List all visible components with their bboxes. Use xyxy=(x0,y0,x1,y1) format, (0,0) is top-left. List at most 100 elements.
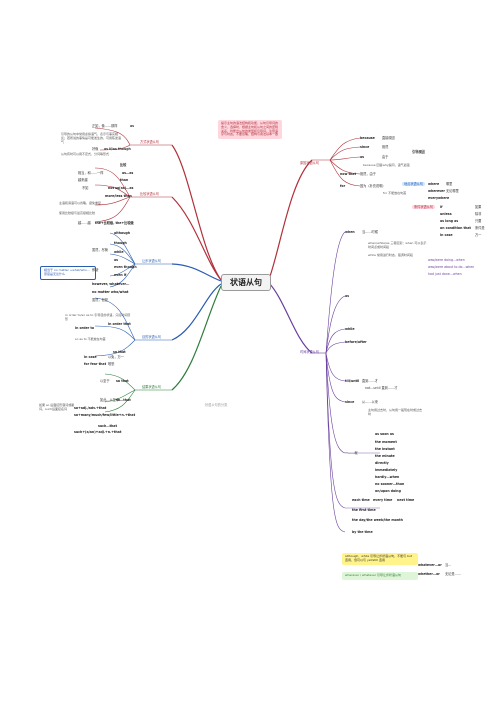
place-item-2: everywhere xyxy=(428,196,450,200)
result-item-5: such+(a/an)+adj.+n.+that xyxy=(74,430,122,434)
compare-desc: 主语和谓语可以省略，避免重复 xyxy=(59,201,102,205)
compare-note-3: 越……越 xyxy=(78,221,91,225)
center-topic[interactable]: 状语从句 xyxy=(221,274,271,291)
branch-compare[interactable]: 比较状语从句 xyxy=(140,192,160,196)
time-on-doing: on/upon doing xyxy=(375,489,401,493)
result-note-1: 如此…以至于 xyxy=(100,398,120,402)
time-hardly-when: hardly…when xyxy=(375,475,400,479)
reason-group: 引导原因 xyxy=(412,150,425,154)
time-note-since: 从……以来 xyxy=(362,400,378,404)
compare-desc2: 使用比较级与最高级相比较 xyxy=(59,211,96,215)
time-the-moment: the moment xyxy=(375,440,397,444)
reason-item-4: for xyxy=(340,184,346,188)
time-no-sooner: no sooner…than xyxy=(375,482,405,486)
condition-note-2: 只要 xyxy=(475,219,482,223)
purpose-item-2: in case xyxy=(84,355,97,359)
branch-line-purpose xyxy=(171,283,222,341)
branch-purpose[interactable]: 目的状语从句 xyxy=(142,335,162,339)
time-every-time: every time xyxy=(373,498,393,502)
compare-note-0: 越来越 xyxy=(78,178,88,182)
concession-item-6: however, whatever… xyxy=(92,282,130,286)
reason-note-2: 由于 xyxy=(382,155,389,159)
time-the-instant: the instant xyxy=(375,447,395,451)
reason-note-1: 既然 xyxy=(382,145,389,149)
time-day-week: the day/the week/the month xyxy=(352,518,403,522)
branch-line-result xyxy=(171,285,222,391)
condition-item-0: if xyxy=(440,205,443,209)
bottom-word-2: whether…or xyxy=(418,572,440,576)
condition-item-4: in case xyxy=(440,233,453,237)
concession-item-0: although xyxy=(114,231,131,235)
condition-item-2: as long as xyxy=(440,219,459,223)
branch-line-compare xyxy=(171,196,222,281)
purpose-title: in order that xyxy=(108,322,131,326)
branch-concession[interactable]: 让步状语从句 xyxy=(142,259,162,263)
time-next-time: next time xyxy=(397,498,415,502)
as-word: as xyxy=(130,124,135,128)
result-note-0: 以至于 xyxy=(100,379,110,383)
time-item-when: when xyxy=(345,230,355,234)
time-desc1: when/while/as 三者区别：when 可以表示时间点或时间段 xyxy=(368,241,427,249)
reason-desc: because 回答why提问，语气最强 xyxy=(363,163,410,167)
time-note-until: 直到……才 xyxy=(362,379,378,383)
time-note-when: 当……时候 xyxy=(362,230,378,234)
time-item-since: since xyxy=(345,400,355,404)
condition-note-1: 除非 xyxy=(475,212,482,216)
condition-pill[interactable]: 条件状语从句 xyxy=(412,205,436,209)
reason-note-4: 因为（补充说明） xyxy=(360,184,386,188)
bottom-note-1: 当… xyxy=(445,563,452,567)
compare-item-3: than xyxy=(120,178,129,182)
time-directly: directly xyxy=(375,461,389,465)
result-item-0: so that xyxy=(116,379,129,383)
compare-note-2: 不如 xyxy=(82,186,89,190)
concession-but-note: 虽然，但是 xyxy=(92,298,108,302)
as-if-desc2: 从句有时可以用不定式、分词等形式 xyxy=(61,152,110,156)
time-note-soon: 一……就 xyxy=(345,451,358,455)
condition-note-0: 如果 xyxy=(475,205,482,209)
condition-note-3: 条件是 xyxy=(475,226,485,230)
compare-note-1: 相当，和……一样 xyxy=(78,171,104,175)
bottom-word-1: whatever…or xyxy=(418,563,442,567)
purpose-note-0: 以免，万一 xyxy=(108,355,124,359)
condition-item-3: on condition that xyxy=(440,226,471,230)
reason-item-3: now that xyxy=(340,172,356,176)
concession-item-5: even if xyxy=(114,273,127,277)
branch-line-as-if xyxy=(171,144,222,281)
concession-item-7: no matter who/what xyxy=(92,290,129,294)
as-if-word: as if/as though xyxy=(104,147,131,151)
branch-time[interactable]: 时间状语从句 xyxy=(300,350,320,354)
top-note: 提示主句的语法结构和功能，从句引导词的含义，选择时，根据主句和从句之间的逻辑关系… xyxy=(218,120,282,140)
concession-item-3: as xyxy=(114,258,119,262)
yellow-box: although、while 引导让步状语从句，不能与 but 连用，但可以与 … xyxy=(342,553,418,565)
time-item-as: as xyxy=(345,294,350,298)
reason-item-0: because xyxy=(360,136,375,140)
branch-result[interactable]: 结果状语从句 xyxy=(142,385,162,389)
branch-line-concession xyxy=(171,263,222,282)
place-note-1: 无论哪里 xyxy=(446,189,459,193)
time-immediately: immediately xyxy=(375,468,398,472)
bottom-note-2: 无论是…… xyxy=(445,572,461,576)
place-note-0: 哪里 xyxy=(446,182,453,186)
reason-note-0: 直接原因 xyxy=(382,136,395,140)
as-note: 正如，像……那样 xyxy=(92,124,118,128)
branch-line-time xyxy=(268,282,313,354)
purpose-box1: in order to/so as to 引导目的状语，只接动词原形 xyxy=(65,313,131,321)
place-pill[interactable]: 地点状语从句 xyxy=(402,182,426,186)
branch-line-reason xyxy=(268,159,313,280)
condition-item-1: unless xyxy=(440,212,452,216)
time-item-before-after: before/after xyxy=(345,340,367,344)
time-first-time: the first time xyxy=(352,508,376,512)
branch-reason[interactable]: 原因状语从句 xyxy=(300,161,320,165)
concession-box: 相当于 no matter +what/who…意思是无论什么 xyxy=(40,266,96,280)
time-as-soon-as: as soon as xyxy=(375,432,394,436)
time-desc4: was/were about to do…when xyxy=(428,265,475,269)
compare-item-0: 比较 xyxy=(120,163,127,167)
left-subnote: 状语从句的分类 xyxy=(205,403,228,407)
result-desc: 如果 so 后面接形容词或副词，such后面接名词 xyxy=(39,403,75,411)
branch-as-if[interactable]: 方式状语从句 xyxy=(140,140,160,144)
time-desc5: had just done…when xyxy=(428,272,462,276)
reason-item-2: as xyxy=(360,155,365,159)
reason-item-1: since xyxy=(360,145,370,149)
concession-note-0: 虽然，尽管 xyxy=(92,248,108,252)
time-desc6: not…until 直到……才 xyxy=(365,386,398,390)
